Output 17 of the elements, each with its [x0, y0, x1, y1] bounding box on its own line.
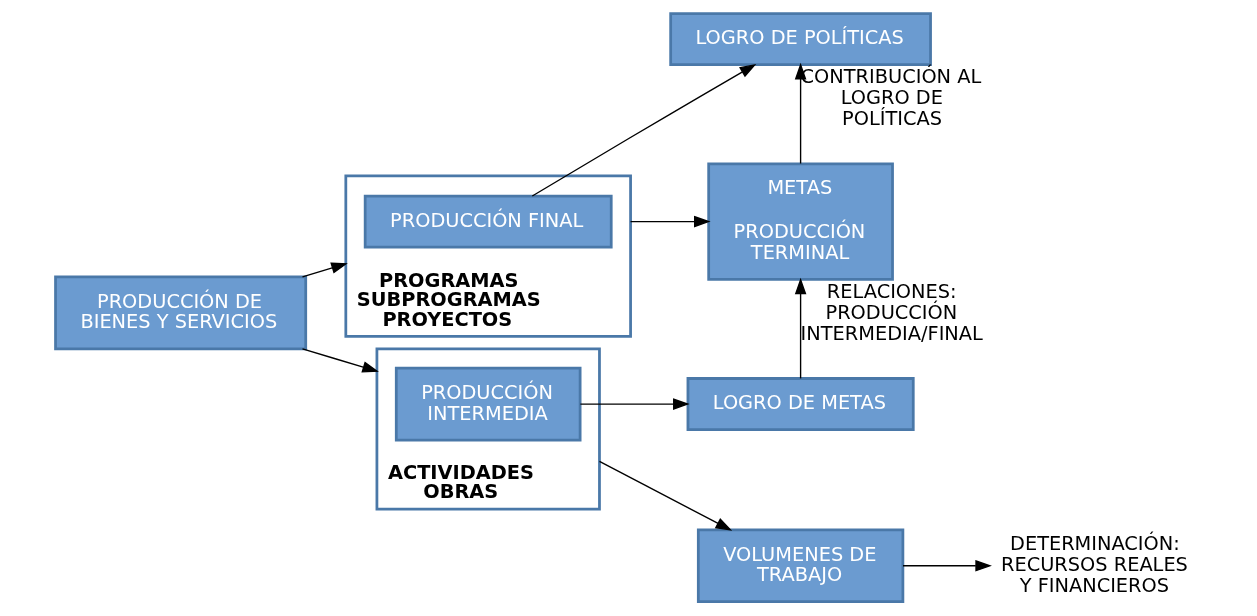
- edge-label: CONTRIBUCIÓN AL LOGRO DE POLÍTICAS: [800, 65, 982, 130]
- edge-label: RELACIONES: PRODUCCIÓN INTERMEDIA/FINAL: [800, 280, 983, 345]
- node-box: PRODUCCIÓN INTERMEDIA: [394, 366, 582, 442]
- node-box: VOLUMENES DE TRABAJO: [696, 528, 905, 604]
- node-box: METAS PRODUCCIÓN TERMINAL: [707, 162, 894, 281]
- arrow: [579, 398, 690, 410]
- arrow: [301, 262, 348, 278]
- node-box: PRODUCCIÓN DE BIENES Y SERVICIOS: [54, 275, 308, 351]
- arrow: [902, 560, 992, 572]
- arrow: [629, 215, 711, 228]
- node-text: DETERMINACIÓN: RECURSOS REALES Y FINANCIEROS: [1001, 532, 1188, 597]
- node-box: LOGRO DE METAS: [686, 377, 915, 431]
- arrow: [794, 277, 807, 380]
- arrow: [301, 348, 379, 373]
- arrow: [531, 63, 757, 197]
- arrow: [598, 460, 733, 531]
- node-box: PRODUCCIÓN FINAL: [363, 194, 613, 249]
